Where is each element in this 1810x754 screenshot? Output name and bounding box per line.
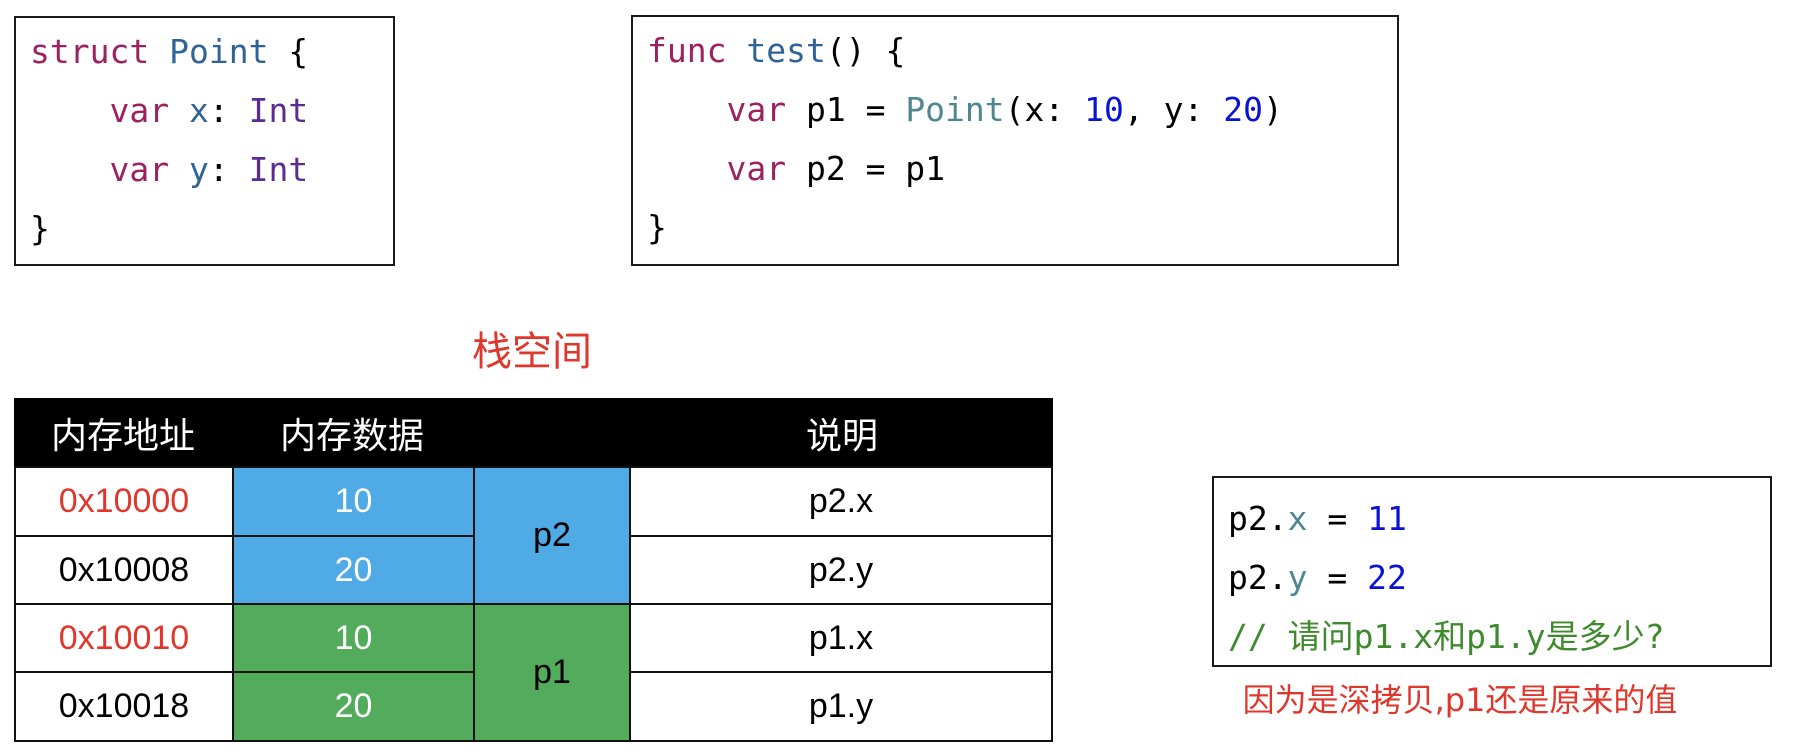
code-token: 请问 [1287,617,1354,656]
value-cell: 10 [232,603,475,673]
code-token: x [188,91,209,130]
header-spacer [472,398,631,468]
code-token: var [726,149,787,188]
code-token: // [1228,617,1288,656]
code-token: { [268,32,309,71]
variable-group-p2: p2 [473,466,631,605]
memory-table: 内存地址 内存数据 说明 0x10000 10 p2.x 0x10008 20 … [14,398,1053,743]
address-cell: 0x10008 [14,535,234,605]
code-token [30,91,109,130]
code-token: struct [30,32,150,71]
code-token: y [1287,558,1308,597]
code-token: p1.y [1466,617,1546,656]
code-token [169,150,189,189]
address-cell: 0x10018 [14,671,234,742]
stack-space-title: 栈空间 [472,329,592,375]
code-line: } [647,198,667,257]
code-token: = [1307,499,1368,538]
header-data: 内存数据 [232,398,472,468]
code-token: 和 [1433,617,1467,656]
code-token: () { [825,31,906,70]
code-token: , y: [1123,90,1224,129]
code-token [169,91,189,130]
value-cell: 20 [232,671,475,742]
code-line: struct Point { [30,22,308,81]
code-token [726,31,746,70]
code-token: var [726,90,787,129]
description-cell: p1.y [629,671,1053,742]
code-line: } [30,199,50,258]
code-token: p1 = [786,90,906,129]
description-cell: p2.x [629,466,1053,537]
code-token: = [1307,558,1368,597]
code-token: } [647,208,667,247]
code-token: test [746,31,826,70]
header-description: 说明 [631,398,1053,468]
code-token [647,149,726,188]
code-token: Point [905,90,1005,129]
address-cell: 0x10010 [14,603,234,673]
code-token: 20 [1223,90,1263,129]
code-token: y [188,150,209,189]
code-token: Point [169,32,269,71]
code-token: Int [248,150,309,189]
code-token: x [1287,499,1308,538]
code-line: p2.x = 11 [1228,489,1407,548]
code-line: var p1 = Point(x: 10, y: 20) [647,80,1283,139]
code-line: var x: Int [30,81,308,140]
code-token [30,150,109,189]
code-token: : [208,91,249,130]
code-line: p2.y = 22 [1228,548,1407,607]
func-test-code-box: func test() { var p1 = Point(x: 10, y: 2… [631,15,1399,266]
variable-group-p1: p1 [473,603,631,742]
code-line: var y: Int [30,140,308,199]
code-token: : [208,150,249,189]
code-token: 11 [1367,499,1407,538]
code-token: 是多少? [1545,617,1665,656]
code-token: var [109,150,170,189]
code-token: (x: [1004,90,1085,129]
code-token: var [109,91,170,130]
struct-point-code-box: struct Point { var x: Int var y: Int } [14,16,395,266]
assignment-code-box: p2.x = 11 p2.y = 22 // 请问p1.x和p1.y是多少? [1212,476,1772,667]
deep-copy-note: 因为是深拷贝,p1还是原来的值 [1242,681,1678,719]
code-token: 10 [1084,90,1124,129]
code-token [149,32,169,71]
code-token: Int [248,91,309,130]
header-address: 内存地址 [14,398,232,468]
code-token: ) [1262,90,1283,129]
code-line: var p2 = p1 [647,139,945,198]
code-token [647,90,726,129]
code-token: p2. [1228,558,1288,597]
code-line: // 请问p1.x和p1.y是多少? [1228,607,1664,666]
code-token: p1.x [1353,617,1434,656]
description-cell: p2.y [629,535,1053,605]
description-cell: p1.x [629,603,1053,673]
code-token: } [30,209,50,248]
value-cell: 10 [232,466,475,537]
address-cell: 0x10000 [14,466,234,537]
code-line: func test() { [647,21,905,80]
code-token: 22 [1367,558,1407,597]
code-token: p2. [1228,499,1288,538]
code-token: func [647,31,727,70]
value-cell: 20 [232,535,475,605]
code-token: p2 = p1 [786,149,946,188]
